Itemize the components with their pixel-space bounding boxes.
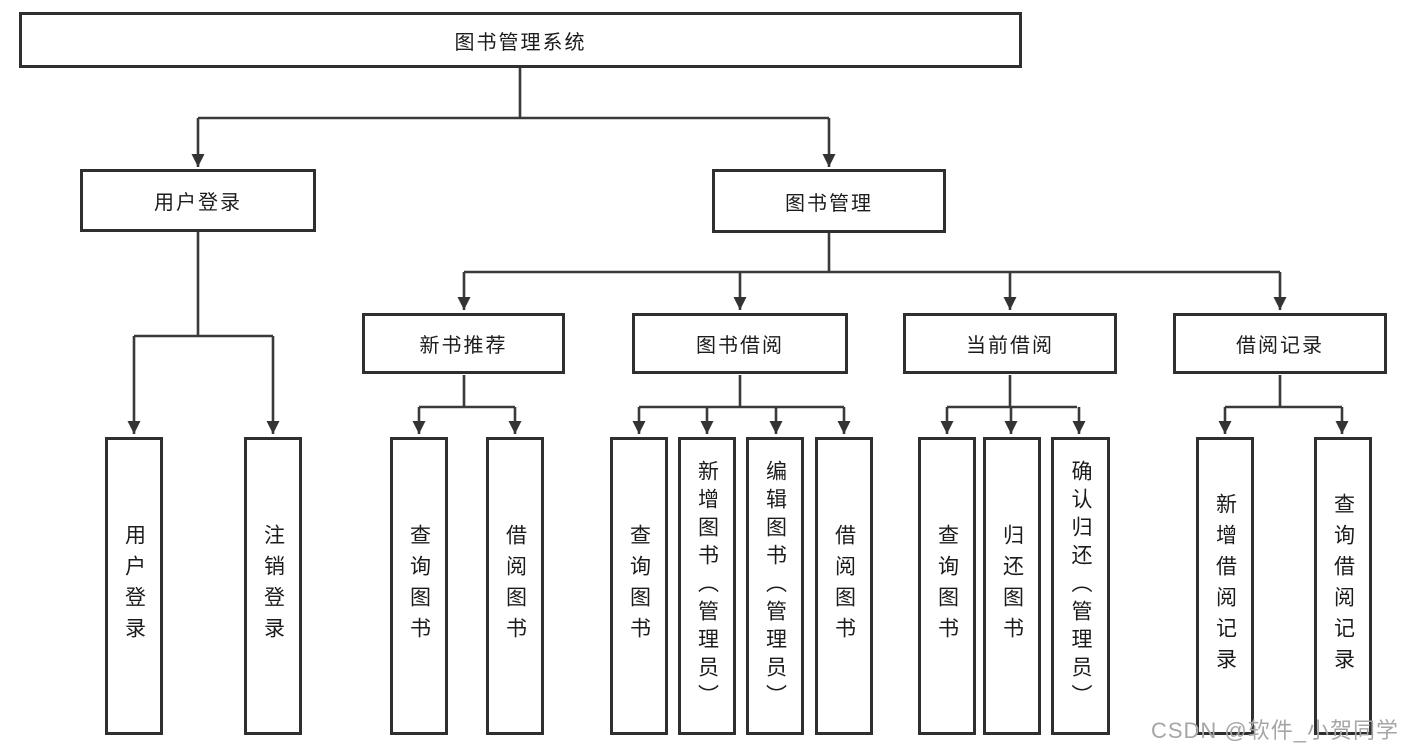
node-borrowing-records-label: 借阅记录 — [1236, 335, 1324, 357]
node-user-login: 用户登录 — [80, 169, 316, 232]
node-current-borrowing: 当前借阅 — [903, 313, 1117, 374]
leaf-add-book-admin: 新增图书（管理员） — [678, 437, 736, 735]
leaf-logout-label: 注销登录 — [261, 524, 285, 648]
node-root: 图书管理系统 — [19, 12, 1022, 68]
leaf-borrow-books-recommend-label: 借阅图书 — [503, 524, 527, 648]
leaf-return-books: 归还图书 — [983, 437, 1041, 735]
node-book-management-label: 图书管理 — [785, 192, 873, 215]
leaf-query-books-borrow: 查询图书 — [610, 437, 668, 735]
leaf-user-login: 用户登录 — [105, 437, 163, 735]
node-current-borrowing-label: 当前借阅 — [966, 335, 1054, 357]
node-book-management: 图书管理 — [712, 169, 946, 233]
leaf-query-borrow-record-label: 查询借阅记录 — [1331, 493, 1355, 679]
node-book-borrowing-label: 图书借阅 — [696, 335, 784, 357]
leaf-logout: 注销登录 — [244, 437, 302, 735]
leaf-edit-book-admin-label: 编辑图书（管理员） — [763, 460, 787, 712]
leaf-query-borrow-record: 查询借阅记录 — [1314, 437, 1372, 735]
leaf-query-books-recommend-label: 查询图书 — [407, 524, 431, 648]
leaf-query-books-current: 查询图书 — [918, 437, 976, 735]
node-user-login-label: 用户登录 — [154, 192, 242, 214]
node-borrowing-records: 借阅记录 — [1173, 313, 1387, 374]
leaf-borrow-books-borrow-label: 借阅图书 — [832, 524, 856, 648]
leaf-add-borrow-record: 新增借阅记录 — [1196, 437, 1254, 735]
node-book-borrowing: 图书借阅 — [632, 313, 848, 374]
leaf-user-login-label: 用户登录 — [122, 524, 146, 648]
node-new-book-recommendation-label: 新书推荐 — [419, 335, 508, 357]
leaf-add-borrow-record-label: 新增借阅记录 — [1213, 493, 1237, 679]
node-new-book-recommendation: 新书推荐 — [362, 313, 565, 374]
leaf-confirm-return-admin-label: 确认归还（管理员） — [1069, 460, 1092, 712]
leaf-query-books-borrow-label: 查询图书 — [627, 524, 651, 648]
watermark: CSDN @软件_小贺同学 — [1150, 718, 1399, 743]
leaf-confirm-return-admin: 确认归还（管理员） — [1051, 437, 1110, 735]
leaf-return-books-label: 归还图书 — [1000, 524, 1024, 648]
leaf-borrow-books-borrow: 借阅图书 — [815, 437, 873, 735]
node-root-label: 图书管理系统 — [454, 31, 587, 54]
leaf-edit-book-admin: 编辑图书（管理员） — [746, 437, 804, 735]
leaf-query-books-recommend: 查询图书 — [390, 437, 448, 735]
leaf-query-books-current-label: 查询图书 — [935, 524, 959, 648]
leaf-add-book-admin-label: 新增图书（管理员） — [695, 460, 719, 712]
leaf-borrow-books-recommend: 借阅图书 — [486, 437, 544, 735]
